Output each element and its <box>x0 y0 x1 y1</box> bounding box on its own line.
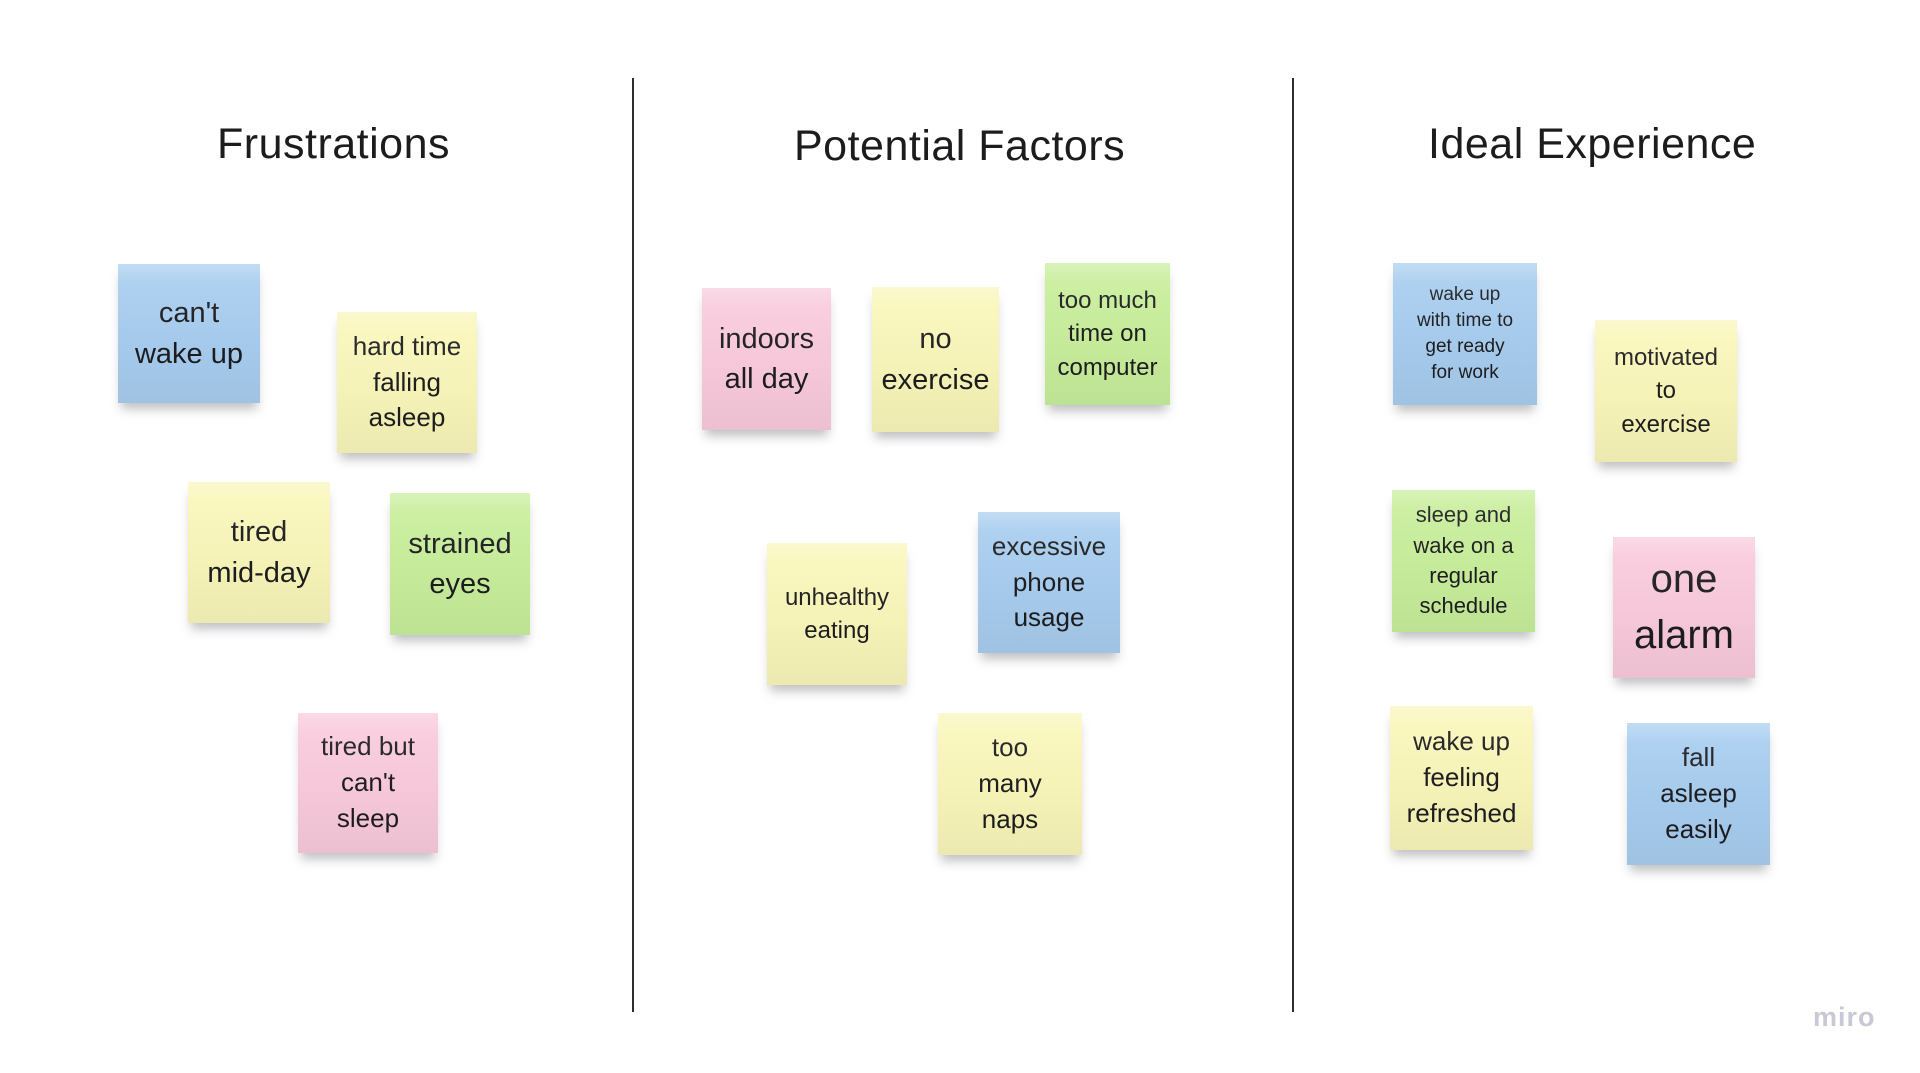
column-title-frustrations: Frustrations <box>217 120 451 168</box>
sticky-note-motivated-to-exercise[interactable]: motivated to exercise <box>1595 320 1737 462</box>
sticky-note-wake-up-with-time[interactable]: wake up with time to get ready for work <box>1393 263 1537 405</box>
sticky-note-unhealthy-eating[interactable]: unhealthy eating <box>767 543 907 685</box>
column-title-ideal-experience: Ideal Experience <box>1428 120 1757 168</box>
sticky-note-sleep-wake-regular-schedule[interactable]: sleep and wake on a regular schedule <box>1392 490 1535 632</box>
sticky-note-tired-but-cant-sleep[interactable]: tired but can't sleep <box>298 713 438 853</box>
sticky-note-excessive-phone-usage[interactable]: excessive phone usage <box>978 512 1120 653</box>
sticky-note-hard-time-falling-asleep[interactable]: hard time falling asleep <box>337 312 477 453</box>
sticky-note-fall-asleep-easily[interactable]: fall asleep easily <box>1627 723 1770 865</box>
sticky-note-too-much-time-on-computer[interactable]: too much time on computer <box>1045 263 1170 405</box>
column-title-potential-factors: Potential Factors <box>794 122 1126 170</box>
sticky-note-cant-wake-up[interactable]: can't wake up <box>118 264 260 403</box>
column-divider-line-1 <box>632 78 634 1012</box>
sticky-note-no-exercise[interactable]: no exercise <box>872 287 999 432</box>
sticky-note-one-alarm[interactable]: one alarm <box>1613 537 1755 678</box>
sticky-note-indoors-all-day[interactable]: indoors all day <box>702 288 831 430</box>
sticky-note-tired-mid-day[interactable]: tired mid-day <box>188 482 330 623</box>
sticky-note-wake-up-feeling-refreshed[interactable]: wake up feeling refreshed <box>1390 706 1533 850</box>
column-divider-line-2 <box>1292 78 1294 1012</box>
miro-logo: miro <box>1813 1002 1876 1032</box>
sticky-note-too-many-naps[interactable]: too many naps <box>938 713 1082 855</box>
sticky-note-strained-eyes[interactable]: strained eyes <box>390 493 530 635</box>
